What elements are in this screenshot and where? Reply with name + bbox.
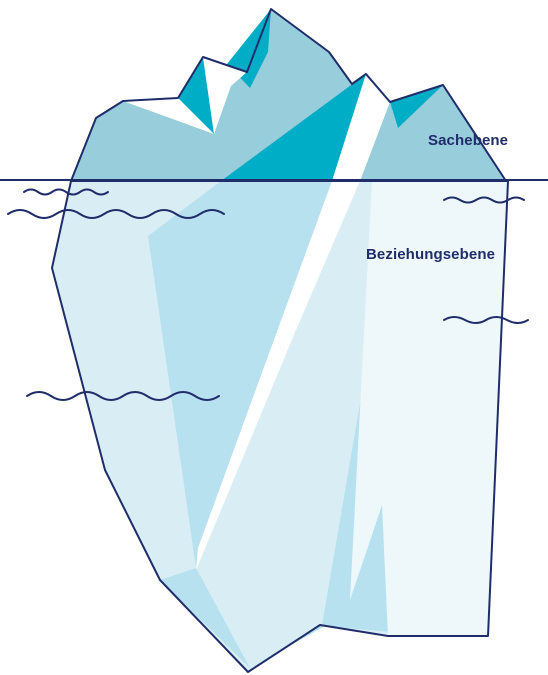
label-sachebene: Sachebene bbox=[428, 132, 508, 149]
label-beziehungsebene: Beziehungsebene bbox=[366, 246, 495, 263]
iceberg-above-water-part bbox=[71, 9, 506, 181]
